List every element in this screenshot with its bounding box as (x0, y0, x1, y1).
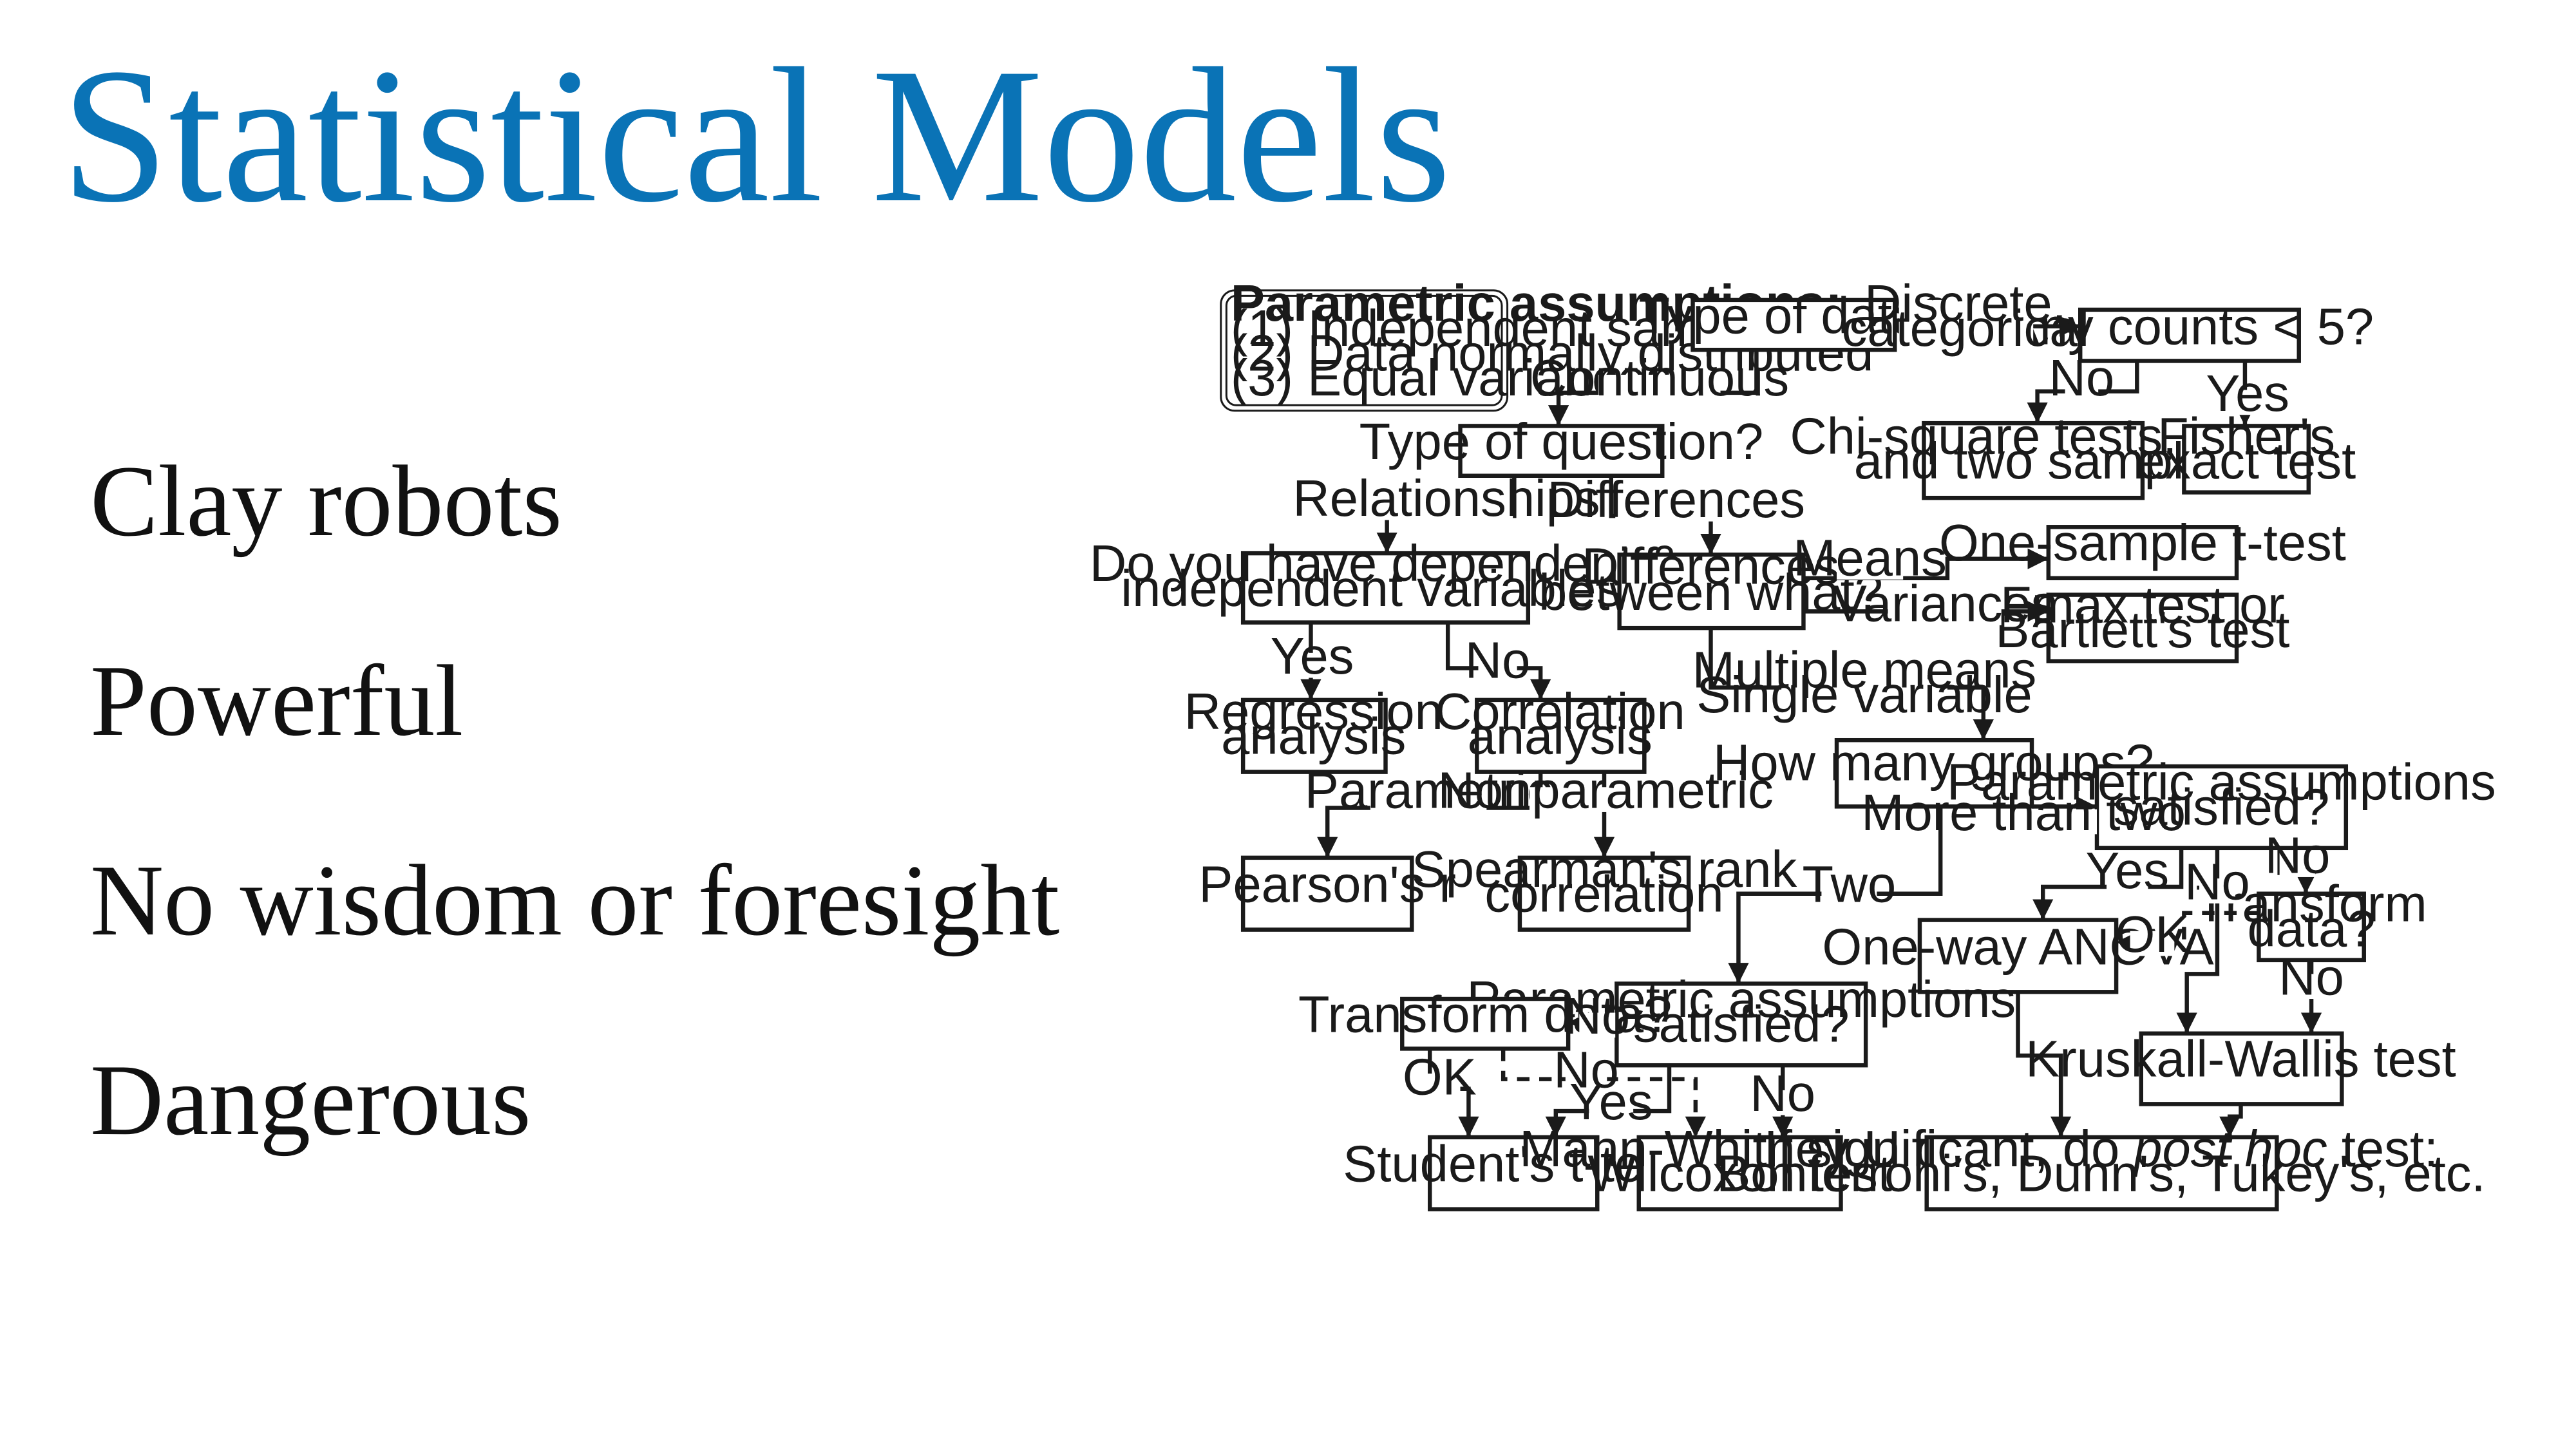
edge-label-parametric: Parametric (1305, 762, 1552, 819)
node-label: satisfied? (1633, 996, 1850, 1053)
node-label: Student's t-test (1343, 1135, 1683, 1193)
post-hoc-post: test: (2327, 1120, 2438, 1177)
edge-label-relationships: Relationships (1293, 469, 1600, 527)
node-mann-whitney: Mann-Whitney U or Wilcoxon test (1519, 1120, 1960, 1211)
node-label: Mann-Whitney U or (1519, 1120, 1960, 1177)
node-one-sample-t-test: One-sample t-test (1939, 514, 2346, 581)
node-type-of-data: Type of data? (1639, 287, 1949, 352)
node-kruskal-wallis: Kruskall-Wallis test (2025, 1030, 2456, 1106)
node-label: and two sample (1854, 432, 2213, 489)
node-label: Bonferroni's, Dunn's, Tukey's, etc. (1716, 1145, 2485, 1202)
node-one-way-anova: One-way ANOVA (1822, 918, 2214, 994)
node-label: Kruskall-Wallis test (2025, 1030, 2456, 1087)
bullet-no-wisdom: No wisdom or foresight (90, 844, 1060, 957)
slide-title: Statistical Models (61, 28, 1452, 242)
node-pearson: Pearson's r (1198, 856, 1456, 932)
node-students-t-test: Student's t-test (1343, 1135, 1683, 1211)
node-label: How many groups? (1713, 734, 2154, 791)
node-label: Parametric assumptions (1947, 753, 2496, 811)
edge-label-no: No (1564, 987, 1630, 1045)
edge-label-differences: Differences (1547, 471, 1805, 528)
edge-label-categorical: categorical (1842, 299, 2089, 357)
edge-label-ok: OK (1403, 1048, 1477, 1105)
bullet-dangerous: Dangerous (90, 1044, 531, 1157)
edge-labels: Discrete, categorical Continuous No Yes … (1271, 274, 2344, 1130)
node-label: analysis (1468, 708, 1653, 765)
post-hoc-pre: If significant, do (1764, 1120, 2134, 1177)
edge-label-no: No (2049, 349, 2115, 406)
statistical-test-flowchart: text { font-size: 17.2px; } rect.node { … (1090, 264, 2557, 1417)
node-how-many-groups: How many groups? (1713, 734, 2154, 809)
assumption-item: (3) Equal variances (1231, 349, 1672, 406)
node-dependent-variables: Do you have dependent & independent vari… (1090, 535, 1681, 625)
node-label: If significant, do post hoc test: (1764, 1120, 2438, 1177)
node-label: exact test (2137, 432, 2356, 489)
node-label: independent variables? (1121, 560, 1650, 617)
node-post-hoc: If significant, do post hoc test: Bonfer… (1716, 1120, 2486, 1211)
node-label: Correlation (1435, 683, 1685, 740)
bullet-powerful: Powerful (90, 645, 464, 757)
node-label: analysis (1221, 708, 1406, 765)
node-correlation: Correlation analysis (1435, 683, 1685, 774)
edge-label-no: No (1750, 1065, 1815, 1122)
edge-label-more-than-two: More than two (1861, 784, 2186, 841)
flowchart-svg: text { font-size: 17.2px; } rect.node { … (1090, 274, 2496, 1211)
node-regression: Regression analysis (1184, 683, 1443, 774)
node-transform-right: Transform data? (2195, 875, 2427, 963)
edge-label-yes: Yes (2085, 842, 2169, 899)
edge-label-yes: Yes (1569, 1073, 1653, 1130)
node-label: Type of question? (1359, 413, 1764, 470)
node-fisher: Fisher's exact test (2137, 407, 2356, 495)
edge-label-continuous: Continuous (1530, 349, 1789, 406)
edge-label-single-variable: Single variable (1696, 666, 2032, 723)
edge-label-discrete: Discrete, (1864, 274, 2067, 332)
node-label: correlation (1484, 866, 1723, 923)
node-param-assumptions-right: Parametric assumptions satisfied? (1947, 753, 2496, 851)
edge-label-two: Two (1802, 856, 1896, 913)
edge-label-means: Means (1793, 529, 1947, 586)
node-label: One-sample t-test (1939, 514, 2346, 571)
edge-label-yes: Yes (1271, 627, 1354, 685)
node-type-of-question: Type of question? (1359, 413, 1764, 478)
node-label: satisfied? (2113, 778, 2329, 835)
node-label: data? (2248, 900, 2376, 957)
edge-label-yes: Yes (2206, 365, 2289, 422)
edge-label-no: No (2265, 826, 2331, 884)
edge-label-multiple-means: Multiple means (1692, 641, 2037, 699)
edge-label-no: No (1465, 632, 1531, 689)
edge-label-ok: OK (2116, 905, 2190, 963)
node-label: Wilcoxon test (1587, 1145, 1892, 1202)
bullet-clay-robots: Clay robots (90, 445, 562, 558)
edge-label-no: No (2184, 853, 2250, 910)
edge-label-nonparametric: Nonparametric (1437, 762, 1773, 819)
edge-label-no: No (2278, 949, 2344, 1006)
edge-label-variances: Variances (1833, 574, 2057, 632)
edge-label-no-dashed: No (1553, 1041, 1619, 1099)
node-label: Pearson's r (1198, 856, 1456, 913)
node-label: Type of data? (1639, 287, 1949, 344)
